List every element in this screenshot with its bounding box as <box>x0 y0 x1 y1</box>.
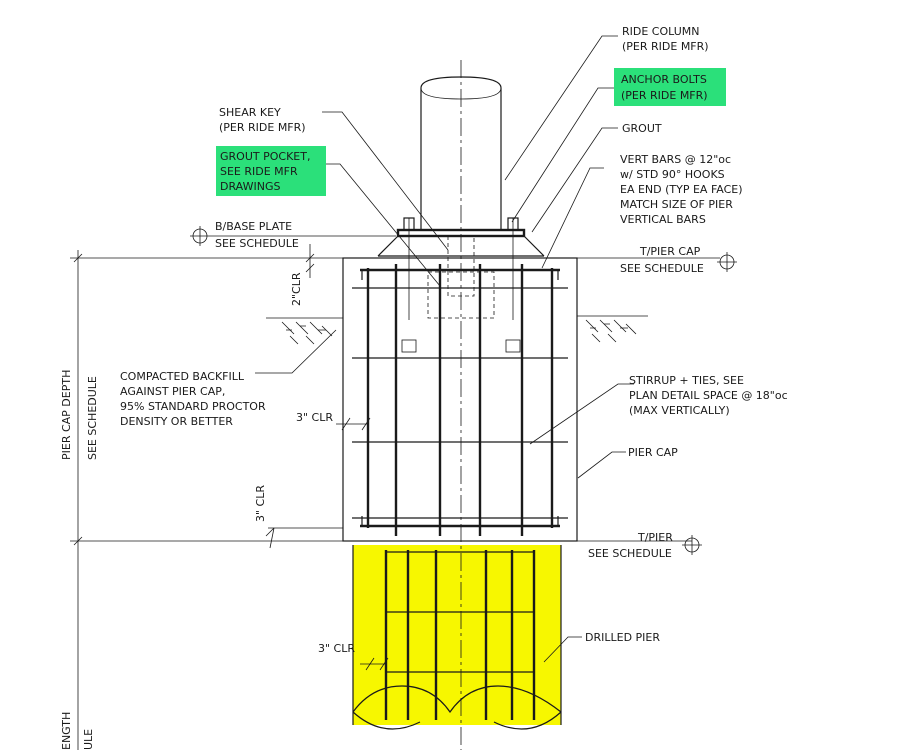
label-backfill: COMPACTED BACKFILL AGAINST PIER CAP, 95%… <box>120 370 269 428</box>
label-grout-pocket: GROUT POCKET, SEE RIDE MFR DRAWINGS <box>220 150 314 193</box>
label-grout: GROUT <box>622 122 662 135</box>
ride-column <box>420 76 502 230</box>
label-2in-clr: 2"CLR <box>290 272 303 306</box>
pier-cap-outline <box>342 257 578 542</box>
drilled-pier <box>352 545 562 730</box>
label-stirrup-ties: STIRRUP + TIES, SEE PLAN DETAIL SPACE @ … <box>629 374 791 417</box>
label-3in-clr-bottom: 3" CLR <box>254 485 267 522</box>
pier-cap-rebar <box>352 264 568 536</box>
label-vert-bars: VERT BARS @ 12"oc w/ STD 90° HOOKS EA EN… <box>620 153 746 226</box>
datum-symbol-pier <box>682 535 702 555</box>
datum-symbol-base-plate <box>190 226 210 246</box>
datum-symbol-pier-cap <box>717 252 737 272</box>
grout-pocket-highlight <box>216 146 326 196</box>
datum-lines <box>70 235 720 750</box>
label-ride-column: RIDE COLUMN (PER RIDE MFR) <box>622 25 709 53</box>
label-length-partial: ENGTH ULE <box>60 708 95 750</box>
label-pier-cap-depth: PIER CAP DEPTH SEE SCHEDULE <box>60 366 99 460</box>
label-pier-top: T/PIER SEE SCHEDULE <box>588 531 676 560</box>
base-plate <box>377 228 545 257</box>
label-3in-clr-pier: 3" CLR <box>318 642 355 655</box>
label-base-plate: B/BASE PLATE SEE SCHEDULE <box>215 220 299 250</box>
label-anchor-bolts: ANCHOR BOLTS (PER RIDE MFR) <box>621 73 710 102</box>
label-pier-cap: PIER CAP <box>628 446 678 459</box>
label-shear-key: SHEAR KEY (PER RIDE MFR) <box>219 106 306 134</box>
ground-hatch-left <box>266 317 343 345</box>
anchor-bolts-highlight <box>614 68 726 106</box>
label-pier-cap-top: T/PIER CAP SEE SCHEDULE <box>620 245 704 275</box>
label-drilled-pier: DRILLED PIER <box>585 631 660 644</box>
leader-lines <box>255 35 634 663</box>
drilled-pier-highlight <box>353 545 561 725</box>
shear-key <box>427 235 495 319</box>
ground-hatch-right <box>577 315 648 343</box>
label-3in-clr-side: 3" CLR <box>296 411 333 424</box>
